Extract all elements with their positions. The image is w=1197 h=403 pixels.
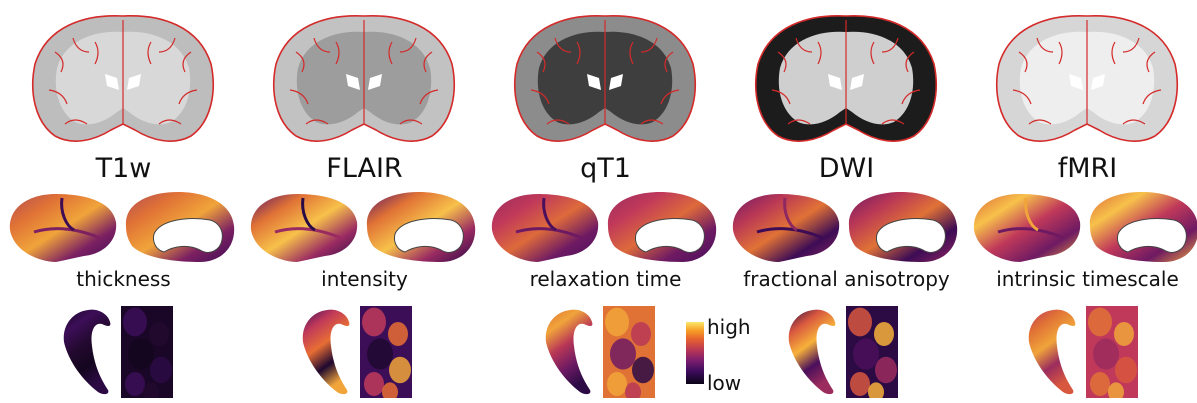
coronal-slice-image <box>514 15 696 142</box>
cortical-surface-maps <box>9 192 235 262</box>
modality-column: fMRI intrinsic timescale <box>968 0 1197 403</box>
colorbar <box>686 322 704 384</box>
coronal-slice-image <box>32 15 214 142</box>
hippocampus-unfolded-map <box>360 306 412 398</box>
colorbar-high-label: high <box>707 315 751 339</box>
cortical-surface-maps <box>732 192 958 262</box>
cortical-surface-maps <box>973 192 1197 262</box>
cortical-surface-maps <box>250 192 476 262</box>
modality-title: fMRI <box>1057 153 1118 184</box>
cortical-surface-maps <box>491 192 717 262</box>
modality-column: FLAIR intensity <box>245 0 484 403</box>
modality-title: FLAIR <box>326 153 403 184</box>
measure-label: relaxation time <box>529 267 682 291</box>
modality-column: T1w thickness <box>4 0 243 403</box>
hippocampus-folded-surface <box>1028 309 1076 395</box>
measure-label: thickness <box>76 267 171 291</box>
measure-label: fractional anisotropy <box>743 267 950 291</box>
modality-column: DWI fractional anisotropy <box>727 0 966 403</box>
hippocampus-unfolded-map <box>1086 306 1138 398</box>
modality-title: DWI <box>818 153 875 184</box>
hippocampus-folded-surface <box>545 309 593 395</box>
hippocampus-unfolded-map <box>603 306 655 398</box>
modality-column: qT1 relaxation time <box>486 0 725 403</box>
hippocampus-folded-surface <box>788 309 836 395</box>
hippocampus-unfolded-map <box>846 306 898 398</box>
modality-title: qT1 <box>580 153 631 184</box>
coronal-slice-image <box>273 15 455 142</box>
hippocampus-unfolded-map <box>121 306 173 398</box>
hippocampus-folded-surface <box>302 309 350 395</box>
colorbar-low-label: low <box>707 371 742 395</box>
coronal-slice-image <box>996 15 1178 142</box>
coronal-slice-image <box>755 15 937 142</box>
measure-label: intensity <box>321 267 408 291</box>
hippocampus-folded-surface <box>63 309 111 395</box>
modality-title: T1w <box>95 153 152 184</box>
measure-label: intrinsic timescale <box>996 267 1179 291</box>
